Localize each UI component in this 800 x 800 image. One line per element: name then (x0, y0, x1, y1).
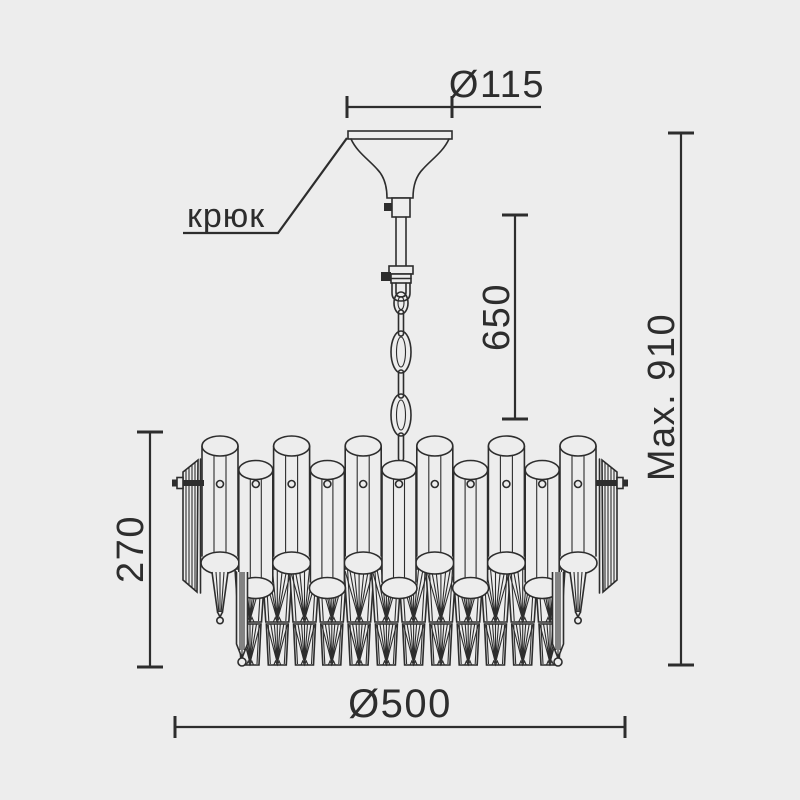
coupler-knob (381, 272, 391, 281)
collar-set-screw (384, 203, 392, 211)
dimension-body-height: 270 (110, 430, 163, 669)
dimension-body-diameter: Ø500 (173, 682, 627, 738)
dimension-suspension-length: 650 (476, 213, 528, 421)
canopy-diameter-label: Ø115 (449, 64, 545, 106)
side-panel-right (598, 458, 618, 594)
hook-leader-line (183, 137, 348, 235)
dimension-canopy-diameter: Ø115 (345, 64, 545, 118)
max-height-label: Max. 910 (641, 313, 683, 481)
suspension-length-label: 650 (476, 283, 518, 351)
body-diameter-label: Ø500 (348, 682, 452, 726)
canopy-collar (391, 197, 411, 218)
dimension-max-height: Max. 910 (641, 131, 694, 667)
canopy-top-plate (347, 130, 453, 140)
side-panel-left (182, 458, 202, 594)
hook-callout: крюк (183, 137, 348, 235)
hook-label: крюк (187, 197, 265, 235)
hanging-chain (390, 291, 412, 462)
coupler-top (388, 265, 414, 275)
body-height-label: 270 (110, 515, 152, 583)
ceiling-canopy (347, 130, 453, 218)
